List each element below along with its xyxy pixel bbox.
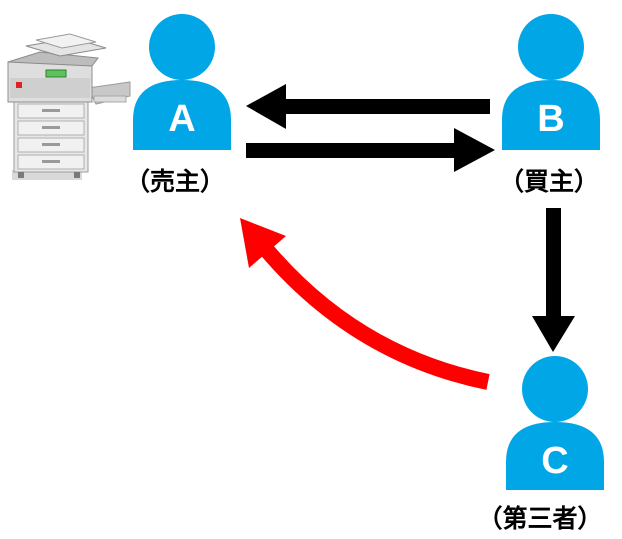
arrow-a-to-b	[246, 128, 495, 172]
arrow-b-to-c	[532, 208, 575, 352]
person-c-letter: C	[541, 440, 568, 482]
person-icon	[502, 14, 600, 150]
copier-icon	[7, 33, 131, 180]
person-a-letter: A	[168, 98, 195, 140]
person-b: B （買主）	[499, 14, 600, 196]
arrow-c-to-a	[240, 218, 490, 390]
person-a-role: （売主）	[125, 167, 225, 196]
person-a: A （売主）	[125, 14, 231, 196]
person-icon	[133, 14, 231, 150]
person-c-role: （第三者）	[477, 504, 602, 533]
arrows	[240, 84, 575, 390]
person-c: C （第三者）	[477, 356, 604, 533]
person-b-letter: B	[537, 98, 564, 140]
arrow-b-to-a	[246, 84, 490, 129]
person-icon	[506, 356, 604, 490]
person-b-role: （買主）	[499, 167, 599, 196]
